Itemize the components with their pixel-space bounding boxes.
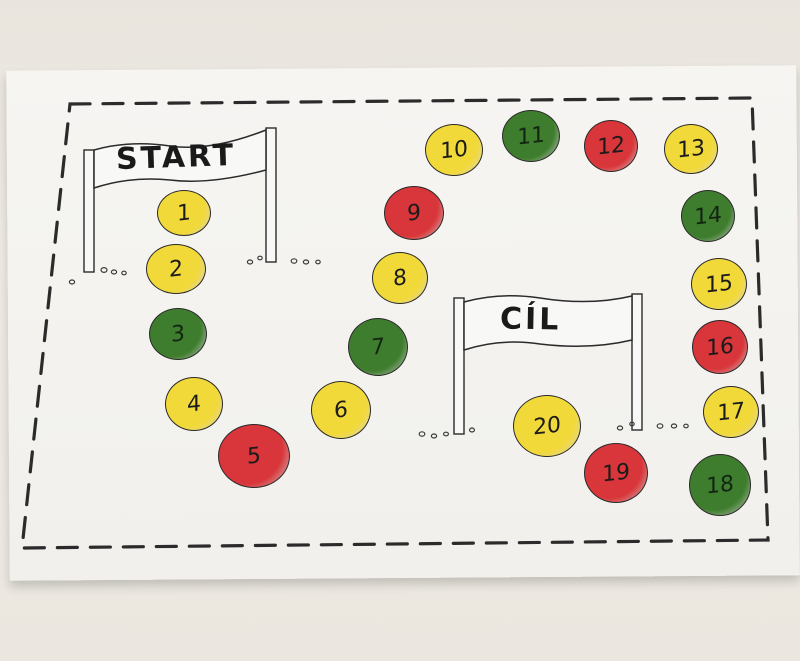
start-pebbles: [68, 255, 321, 285]
field-18: 18: [689, 454, 751, 516]
field-8: 8: [372, 252, 428, 304]
field-number: 16: [706, 332, 734, 362]
field-number: 3: [171, 320, 185, 348]
start-right-pole: [265, 127, 277, 263]
field-number: 13: [677, 134, 705, 164]
field-12: 12: [584, 120, 638, 172]
field-number: 5: [247, 442, 261, 470]
start-banner: [68, 127, 321, 285]
field-number: 15: [705, 269, 733, 299]
field-number: 6: [334, 396, 348, 424]
field-number: 18: [706, 470, 734, 500]
field-number: 12: [597, 131, 625, 161]
field-number: 20: [533, 411, 561, 441]
start-left-pole: [83, 149, 95, 273]
field-20: 20: [513, 395, 581, 457]
field-number: 14: [694, 201, 722, 231]
finish-label: CÍL: [499, 301, 562, 338]
field-7: 7: [348, 318, 408, 376]
field-number: 1: [177, 199, 191, 227]
field-3: 3: [149, 308, 207, 360]
field-14: 14: [681, 190, 735, 242]
field-number: 11: [517, 121, 545, 151]
field-number: 17: [717, 397, 745, 427]
field-11: 11: [502, 110, 560, 162]
finish-flag: [463, 295, 633, 352]
field-1: 1: [157, 190, 211, 236]
finish-banner: [418, 293, 689, 439]
field-19: 19: [584, 443, 648, 503]
field-4: 4: [165, 377, 223, 431]
finish-right-pole: [631, 293, 643, 431]
field-15: 15: [691, 258, 747, 310]
field-number: 4: [187, 390, 201, 418]
field-number: 8: [393, 264, 407, 292]
field-number: 19: [602, 458, 630, 488]
field-5: 5: [218, 424, 290, 488]
field-10: 10: [425, 124, 483, 176]
finish-left-pole: [453, 297, 465, 435]
field-number: 2: [169, 255, 183, 283]
field-16: 16: [692, 320, 748, 374]
finish-pebbles: [418, 421, 689, 439]
field-2: 2: [146, 244, 206, 294]
field-number: 10: [440, 135, 468, 165]
field-17: 17: [703, 386, 759, 438]
field-number: 9: [407, 199, 421, 227]
field-6: 6: [311, 381, 371, 439]
field-13: 13: [664, 124, 718, 174]
start-label: START: [115, 137, 237, 178]
dashed-border: [20, 96, 770, 550]
start-flag: [93, 128, 267, 190]
field-number: 7: [371, 333, 385, 361]
field-9: 9: [384, 186, 444, 240]
